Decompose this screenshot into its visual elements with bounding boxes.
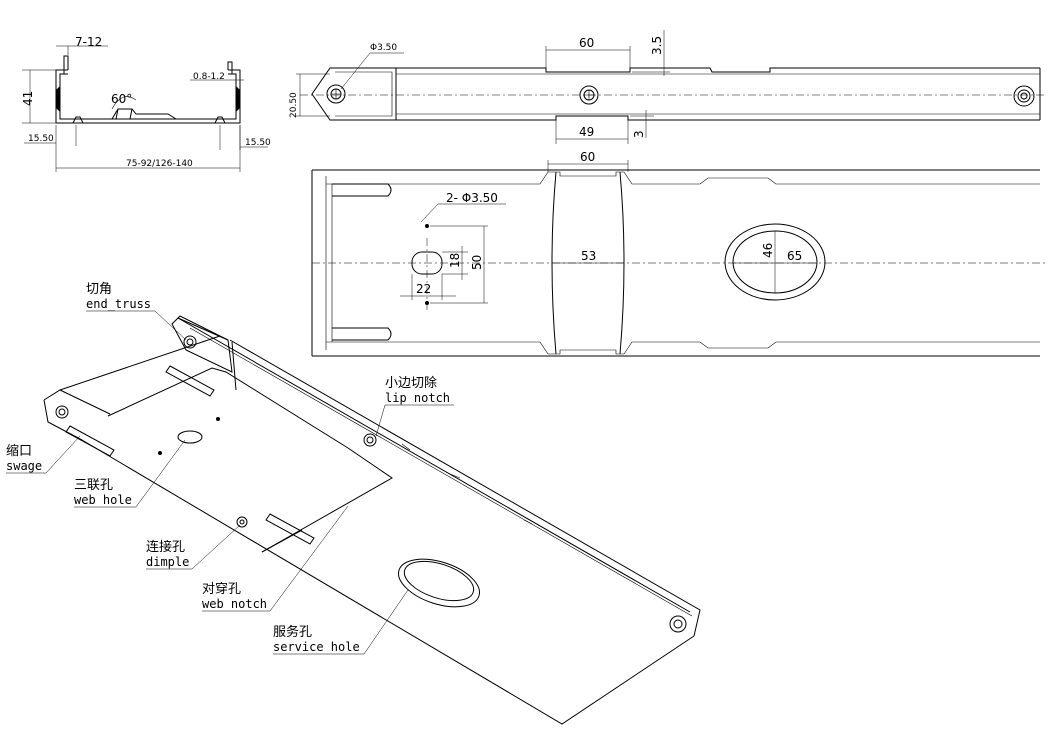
- screw-hole-icon: [1013, 85, 1035, 107]
- bottom-notch-depth-dim: 3: [632, 130, 646, 138]
- height-dim: 41: [21, 91, 35, 106]
- top-notch-depth-dim: 3.5: [650, 36, 664, 55]
- callout-lip-notch-cn: 小边切除: [385, 376, 437, 391]
- left-offset-dim: 15.50: [28, 134, 54, 144]
- hole-dia-dim: Φ3.50: [370, 43, 397, 53]
- slot-height-dim: 18: [448, 253, 462, 268]
- callout-dimple-cn: 连接孔: [146, 539, 185, 555]
- callout-web-hole-cn: 三联孔: [74, 478, 113, 493]
- service-height-dim: 46: [761, 243, 775, 258]
- callout-web-hole-en: web hole: [74, 493, 132, 507]
- right-offset-dim: 15.50: [245, 138, 271, 148]
- callout-end-truss-en: end_truss: [86, 297, 151, 311]
- top-notch-length-dim: 60: [579, 36, 594, 50]
- screw-hole-icon: [579, 85, 599, 105]
- flange-dim: 20.50: [289, 92, 299, 118]
- callout-lip-notch-en: lip notch: [385, 391, 450, 405]
- callout-service-hole-en: service hole: [273, 640, 360, 654]
- callouts: 切角 end_truss 小边切除 lip notch 缩口 swage 三联孔…: [6, 282, 454, 655]
- callout-dimple-en: dimple: [146, 555, 189, 569]
- bottom-notch-length-dim: 49: [579, 125, 594, 139]
- web-view: 2- Φ3.50 18 50 22 60 53 46 65: [311, 150, 1045, 357]
- service-width-dim: 65: [787, 249, 802, 263]
- width-dim: 75-92/126-140: [126, 159, 193, 169]
- slot-pitch-dim: 50: [470, 255, 484, 270]
- callout-web-notch-en: web notch: [202, 597, 267, 611]
- slot-width-dim: 22: [416, 282, 431, 296]
- callout-swage-en: swage: [6, 459, 42, 473]
- angle-label: 60°: [111, 92, 132, 106]
- web-notch-width-dim: 53: [581, 249, 596, 263]
- callout-end-truss-cn: 切角: [86, 282, 112, 297]
- thickness-dim: 0.8-1.2: [193, 72, 225, 82]
- section-view: 60° 7-12 41 0.8-1.2 15.50 15.50 75-92/12…: [21, 35, 271, 172]
- screw-hole-icon: [326, 84, 346, 104]
- top-flange-view: Φ3.50 60 3.5 49 3 20.50: [289, 30, 1045, 144]
- web-notch-top-dim: 60: [580, 150, 595, 164]
- callout-service-hole-cn: 服务孔: [273, 624, 312, 640]
- callout-swage-cn: 缩口: [6, 443, 32, 459]
- lip-return-dim: 7-12: [75, 35, 102, 49]
- hole-pair-dim: 2- Φ3.50: [446, 191, 498, 205]
- callout-web-notch-cn: 对穿孔: [202, 581, 241, 597]
- isometric-view: [43, 315, 701, 725]
